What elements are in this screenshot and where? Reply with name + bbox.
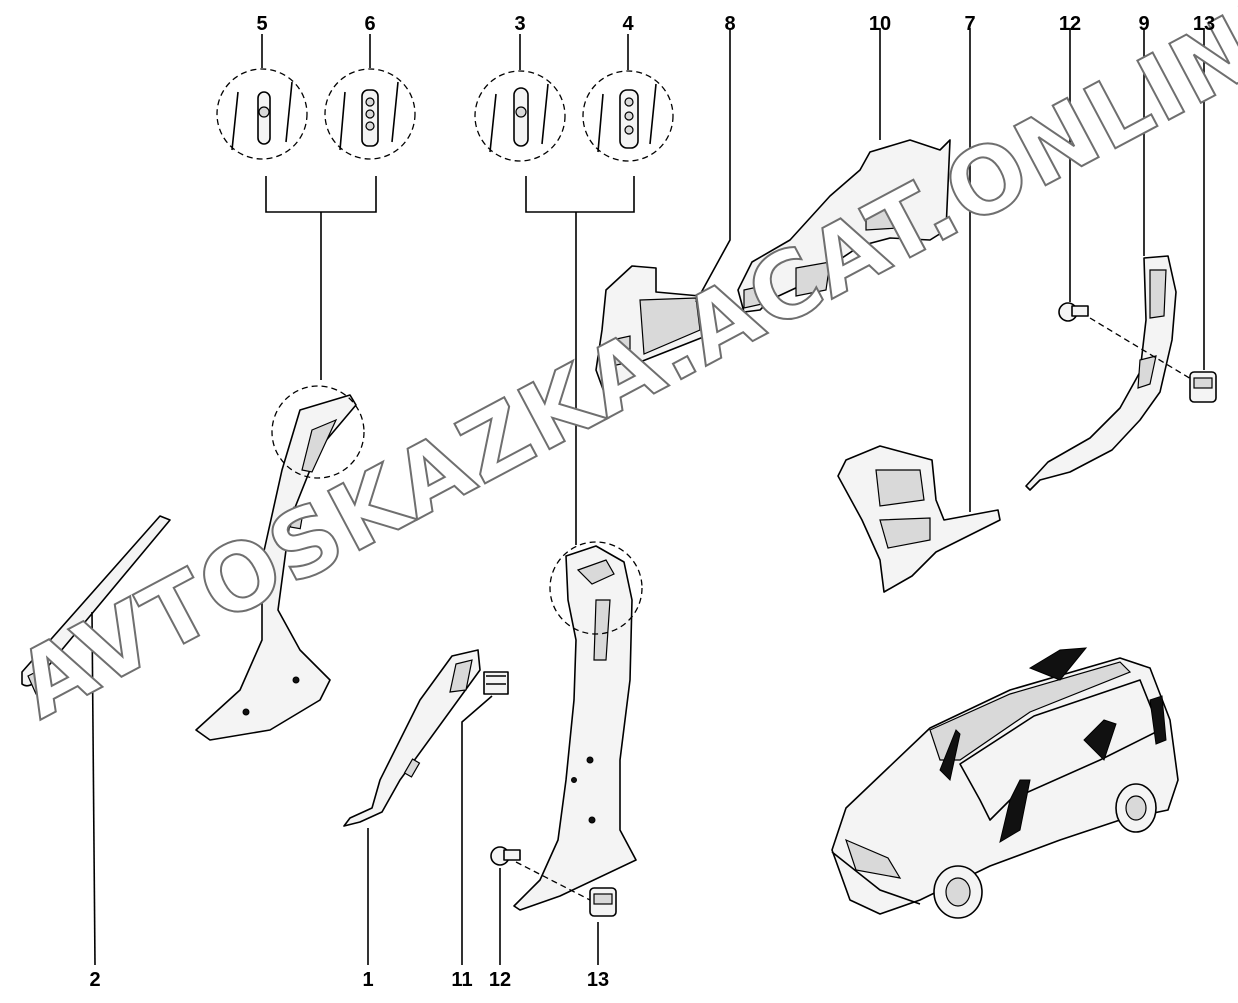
detail-zone-left-pillar [271,385,365,479]
callout-10: 10 [869,13,891,35]
leader-2 [91,611,96,966]
part-2-pillar-trim-strip [21,515,171,695]
callout-4: 4 [622,13,634,35]
callout-5: 5 [256,13,267,35]
callout-13-lower: 13 [587,969,609,991]
part-12-screw-upper [1058,302,1089,322]
callout-11: 11 [451,969,472,991]
callout-12-lower: 12 [489,969,511,991]
callout-2: 2 [89,969,100,991]
callout-9: 9 [1138,13,1149,35]
bracket-3-4 [525,176,635,545]
part-b-pillar-trim-center [513,545,637,911]
part-11-clip [483,671,509,695]
part-9-side-trim [1025,255,1177,491]
detail-circle-5 [216,68,308,160]
part-1-lower-pillar-trim [343,649,481,827]
axis-12-lower [515,861,591,901]
vehicle-location-illustration [831,647,1179,919]
part-12-screw-lower [490,846,521,866]
detail-circle-4 [582,70,674,162]
detail-circle-3 [474,70,566,162]
bracket-5-6 [265,176,377,380]
callout-13-upper: 13 [1193,13,1215,35]
part-a-pillar-trim-left [195,394,357,741]
part-7-rear-pillar-trim [837,445,1001,593]
callout-8: 8 [724,13,735,35]
callout-1: 1 [362,969,373,991]
part-13-cap-lower [589,887,617,917]
part-8-upper-trim [595,265,707,393]
axis-12-upper [1089,317,1197,383]
detail-zone-center-pillar [549,541,643,635]
callout-7: 7 [964,13,975,35]
callout-12-upper: 12 [1059,13,1081,35]
part-13-cap-upper [1189,371,1217,403]
callout-3: 3 [514,13,525,35]
callout-6: 6 [364,13,375,35]
leader-8 [695,28,731,303]
detail-circle-6 [324,68,416,160]
leader-11 [461,695,493,965]
part-10-quarter-trim [737,139,951,313]
